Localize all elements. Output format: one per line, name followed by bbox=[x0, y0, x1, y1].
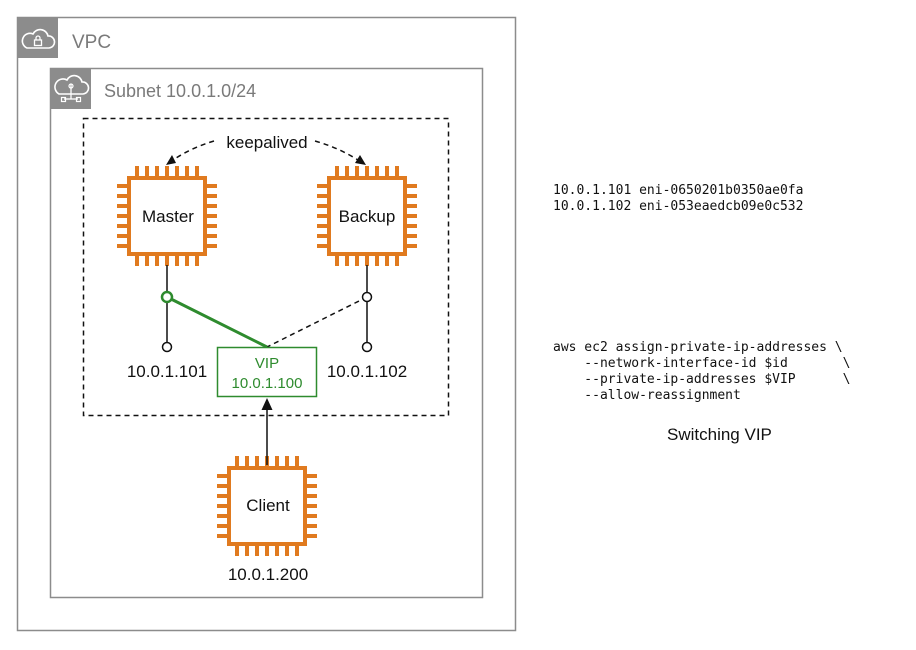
caption: Switching VIP bbox=[667, 425, 772, 444]
master-eni-endpoint bbox=[161, 341, 173, 353]
cloud-lock-icon bbox=[18, 18, 58, 58]
backup-instance-icon bbox=[317, 166, 417, 266]
client-ip-label: 10.0.1.200 bbox=[228, 565, 308, 584]
cli-command: aws ec2 assign-private-ip-addresses \ --… bbox=[553, 340, 850, 404]
backup-ip-label: 10.0.1.102 bbox=[327, 362, 407, 381]
subnet-label: Subnet 10.0.1.0/24 bbox=[104, 81, 256, 101]
cloud-network-icon bbox=[51, 69, 91, 109]
backup-eni-endpoint bbox=[361, 341, 373, 353]
vpc-container bbox=[16, 16, 517, 632]
cli-command-line: --allow-reassignment bbox=[553, 388, 741, 403]
client-label: Client bbox=[246, 496, 290, 515]
subnet-container bbox=[49, 67, 484, 599]
backup-vip-standby-link bbox=[266, 296, 368, 348]
cluster-boundary bbox=[82, 117, 450, 417]
client-instance-icon bbox=[217, 456, 317, 556]
vip-ip: 10.0.1.100 bbox=[232, 375, 303, 392]
keepalived-arrowhead-right bbox=[355, 155, 366, 165]
vip-title: VIP bbox=[255, 355, 279, 372]
master-eni-attachment bbox=[160, 290, 174, 304]
cli-command-line: --network-interface-id $id \ bbox=[553, 356, 851, 371]
keepalived-arc-left bbox=[169, 140, 215, 163]
keepalived-arrowhead-left bbox=[166, 155, 176, 165]
master-instance-icon bbox=[117, 166, 217, 266]
cli-command-line: aws ec2 assign-private-ip-addresses \ bbox=[553, 340, 843, 355]
keepalived-label: keepalived bbox=[226, 133, 307, 152]
master-label: Master bbox=[142, 207, 194, 226]
backup-eni-attachment bbox=[361, 291, 373, 303]
master-vip-active-link bbox=[166, 295, 268, 349]
cli-command-line: --private-ip-addresses $VIP \ bbox=[553, 372, 851, 387]
client-to-vip-arrowhead bbox=[261, 398, 273, 410]
eni-mapping-line: 10.0.1.102 eni-053eaedcb09e0c532 bbox=[553, 199, 804, 214]
vpc-label: VPC bbox=[72, 32, 111, 53]
vip-box bbox=[216, 346, 318, 398]
backup-label: Backup bbox=[339, 207, 396, 226]
keepalived-arc-right bbox=[314, 140, 362, 163]
eni-mapping-line: 10.0.1.101 eni-0650201b0350ae0fa bbox=[553, 183, 804, 198]
master-ip-label: 10.0.1.101 bbox=[127, 362, 207, 381]
